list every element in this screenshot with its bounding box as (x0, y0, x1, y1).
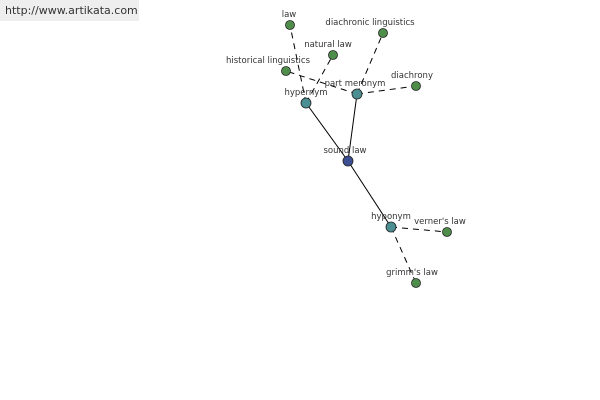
node-grimms-law[interactable] (411, 278, 421, 288)
node-label-law[interactable]: law (282, 10, 297, 20)
node-hypernym[interactable] (300, 97, 312, 109)
edge-part-meronym-to-diachronic-linguistics (356, 32, 384, 95)
node-verners-law[interactable] (442, 227, 452, 237)
node-diachronic-linguistics[interactable] (378, 28, 388, 38)
node-historical-linguistics[interactable] (281, 66, 291, 76)
node-label-verners-law[interactable]: verner's law (414, 217, 466, 227)
node-label-hypernym[interactable]: hypernym (284, 88, 327, 98)
edge-part-meronym-to-historical-linguistics (285, 70, 358, 95)
edge-hypernym-to-natural-law (305, 54, 334, 104)
edge-hyponym-to-verners-law (390, 226, 448, 233)
node-part-meronym[interactable] (351, 88, 363, 100)
node-label-hyponym[interactable]: hyponym (371, 212, 411, 222)
node-label-natural-law[interactable]: natural law (304, 40, 352, 50)
edge-part-meronym-to-diachrony (356, 85, 417, 95)
node-label-diachrony[interactable]: diachrony (391, 71, 433, 81)
node-hyponym[interactable] (385, 221, 397, 233)
node-label-part-meronym[interactable]: part meronym (325, 79, 386, 89)
node-label-diachronic-linguistics[interactable]: diachronic linguistics (325, 18, 415, 28)
node-natural-law[interactable] (328, 50, 338, 60)
edge-hypernym-to-law (289, 24, 307, 104)
node-sound-law[interactable] (342, 155, 354, 167)
edge-sound-law-to-part-meronym (347, 93, 358, 162)
node-diachrony[interactable] (411, 81, 421, 91)
edge-sound-law-to-hypernym (305, 102, 349, 162)
node-law[interactable] (285, 20, 295, 30)
node-label-historical-linguistics[interactable]: historical linguistics (226, 56, 311, 66)
site-url-link[interactable]: http://www.artikata.com (0, 0, 139, 21)
nodes-layer (281, 20, 452, 288)
edges-layer (285, 24, 448, 284)
edge-sound-law-to-hyponym (347, 160, 392, 228)
node-label-sound-law[interactable]: sound law (323, 146, 366, 156)
node-label-grimms-law[interactable]: grimm's law (386, 268, 438, 278)
